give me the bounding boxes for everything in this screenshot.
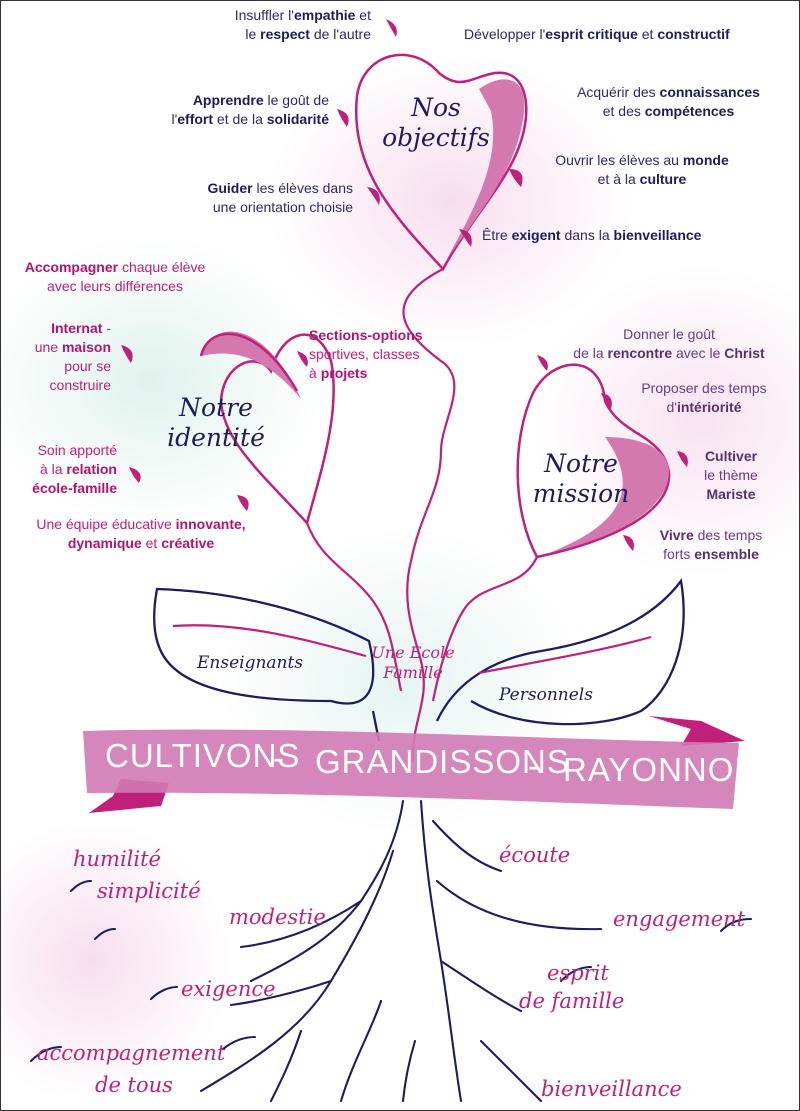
banner-word-grandissons: GRANDISSONS (315, 743, 570, 780)
title-line: Notre (179, 393, 253, 422)
stem (402, 268, 456, 762)
value-exigence: exigence (181, 977, 276, 1001)
objectif-empathie: Insuffler l'empathie et le respect de l'… (234, 7, 371, 42)
title-line: identité (167, 423, 265, 452)
value-de-famille: de famille (519, 989, 625, 1013)
objectif-esprit-critique: Développer l'esprit critique et construc… (464, 26, 730, 42)
leaf-label-personnels: Personnels (499, 685, 593, 705)
identite-relation: Soin apporté à la relation école-famille (32, 442, 117, 496)
banner-word-rayonnons: RAYONNONS (563, 751, 783, 788)
leaf-label-enseignants: Enseignants (197, 653, 304, 673)
value-accompagnement: accompagnement (37, 1041, 226, 1065)
heart-objectifs-shape (354, 53, 528, 272)
roots (29, 799, 753, 1103)
title-line: objectifs (382, 123, 490, 152)
objectif-effort: Apprendre le goût de l'effort et de la s… (171, 92, 329, 127)
identite-sections: Sections-options sportives, classes à pr… (309, 327, 423, 381)
identite-accompagner: Accompagner chaque élève avec leurs diff… (24, 259, 206, 294)
mission-mariste: Cultiver le thème Mariste (704, 448, 758, 502)
identite-internat: Internat - une maison pour se construire (34, 320, 111, 393)
identite-equipe: Une équipe éducative innovante, dynamiqu… (36, 516, 246, 551)
heart-identite-title: Notre identité (151, 393, 281, 453)
heart-identite-fill (201, 331, 301, 399)
objectif-exigent: Être exigent dans la bienveillance (482, 227, 702, 243)
heart-objectifs-title: Nos objectifs (371, 93, 501, 153)
value-de-tous: de tous (95, 1073, 173, 1097)
center-label-ecole-famille: Une Ecole Famille (371, 643, 455, 682)
heart-objectifs-fill (447, 79, 525, 259)
mission-ensemble: Vivre des temps forts ensemble (659, 527, 763, 562)
leaf-right (435, 578, 685, 726)
heart-identite-shape (219, 333, 335, 526)
mission-christ: Donner le goût de la rencontre avec le C… (573, 326, 765, 361)
value-modestie: modestie (229, 905, 326, 929)
banner-tail-right (649, 716, 745, 746)
title-line: Nos (411, 93, 461, 122)
value-engagement: engagement (613, 907, 746, 931)
value-simplicite: simplicité (97, 879, 201, 903)
leaf-left (153, 587, 375, 705)
banner-separator: - (273, 739, 285, 776)
title-line: Notre (544, 449, 618, 478)
heart-mission-fill (549, 437, 670, 553)
banner-word-cultivons: CULTIVONS (105, 737, 301, 774)
value-ecoute: écoute (499, 843, 571, 867)
objectif-connaissances: Acquérir des connaissances et des compét… (577, 84, 760, 119)
title-line: mission (532, 479, 630, 508)
mission-interiorite: Proposer des temps d'intériorité (641, 380, 767, 415)
objectif-orientation: Guider les élèves dans une orientation c… (207, 180, 353, 215)
banner-separator: - (528, 747, 540, 784)
value-humilite: humilité (73, 847, 161, 871)
objectif-monde: Ouvrir les élèves au monde et à la cultu… (555, 152, 729, 187)
banner-ribbon (83, 729, 739, 809)
heart-mission-title: Notre mission (516, 449, 646, 509)
drop-marks (121, 19, 688, 551)
value-bienveillance: bienveillance (541, 1077, 682, 1101)
value-esprit: esprit (547, 961, 609, 985)
